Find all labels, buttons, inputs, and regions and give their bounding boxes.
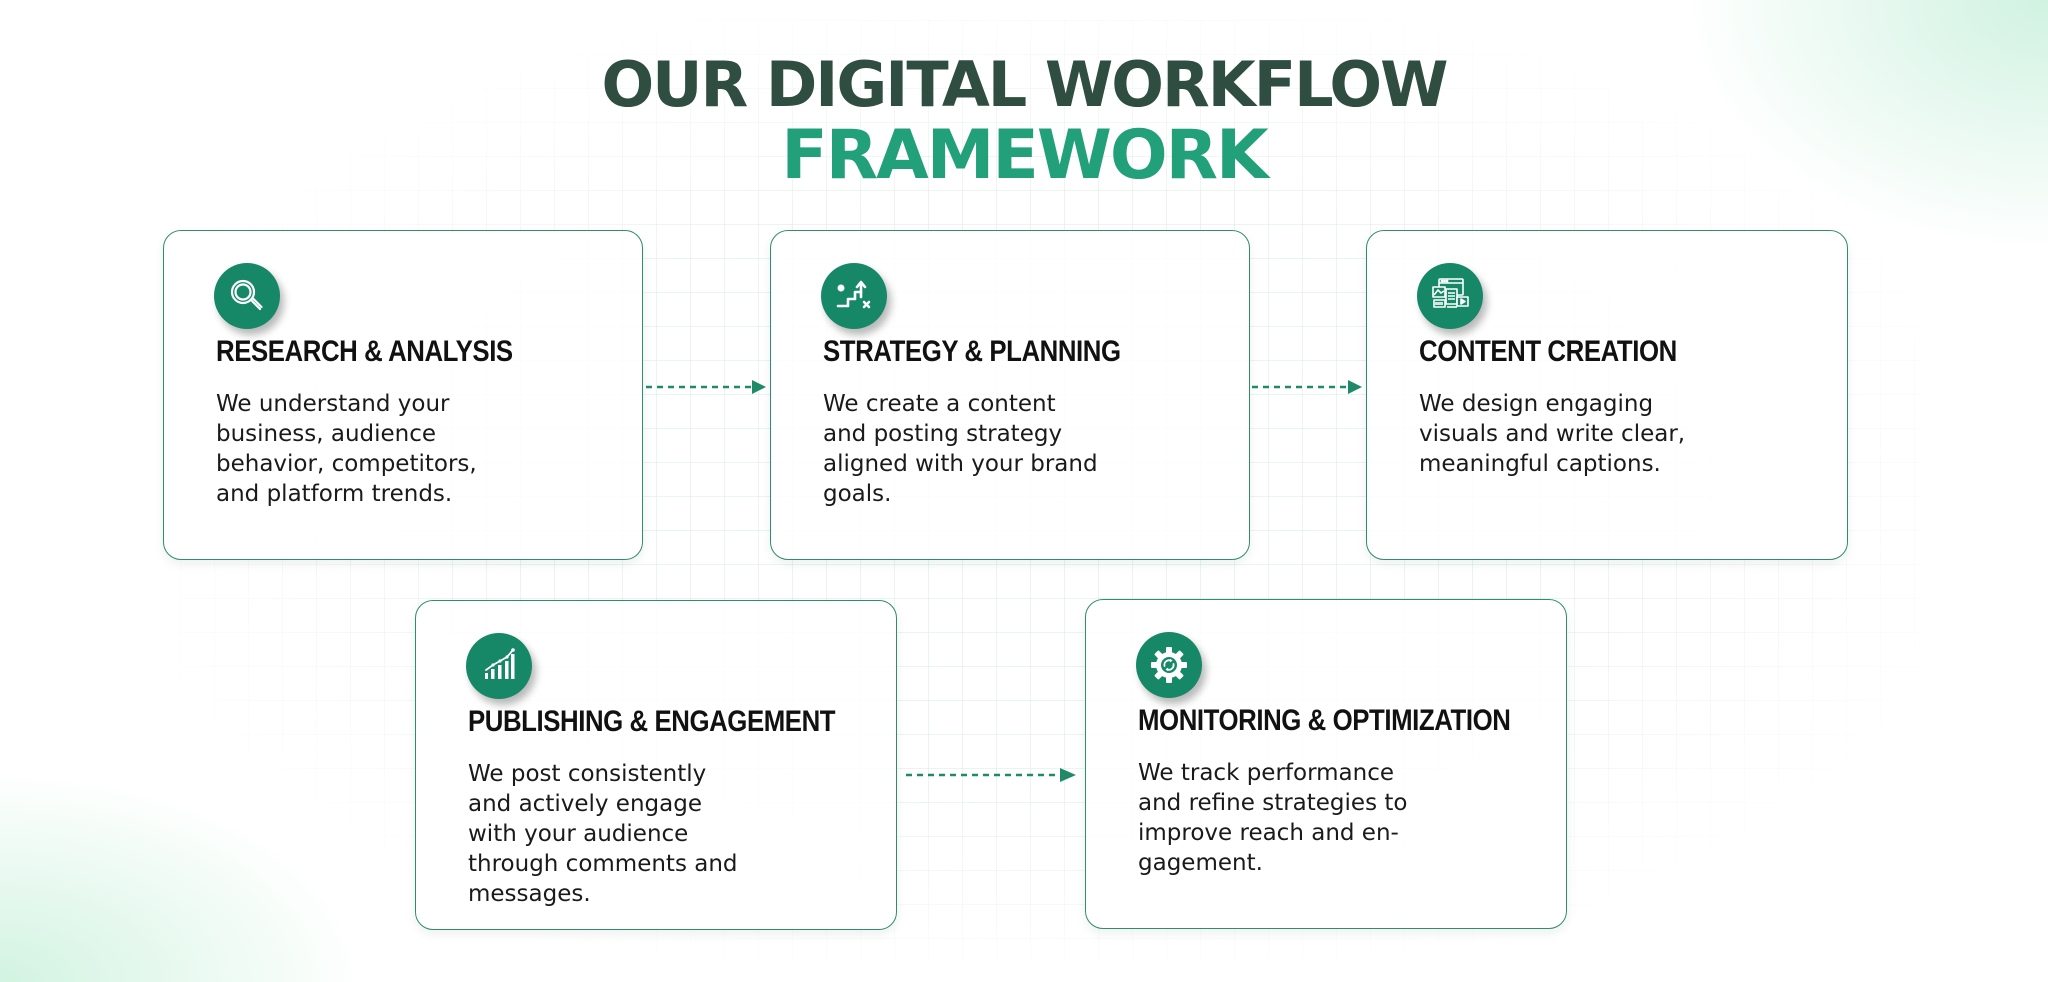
strategy-steps-icon [821,263,887,329]
step-card-monitoring: MONITORING & OPTIMIZATION We track perfo… [1085,599,1567,929]
page-title-line2: FRAMEWORK [781,116,1268,195]
growth-chart-icon [466,633,532,699]
page-title-line1: OUR DIGITAL WORKFLOW [601,48,1448,121]
step-description: We post consistently and actively engage… [468,761,738,907]
flow-arrow-4-to-5 [906,765,1078,785]
step-title: RESEARCH & ANALYSIS [216,335,513,368]
step-title: PUBLISHING & ENGAGEMENT [468,705,836,738]
flow-arrow-2-to-3 [1252,377,1364,397]
step-title: MONITORING & OPTIMIZATION [1138,704,1511,737]
magnifier-search-icon [214,263,280,329]
step-description: We understand your business, audience be… [216,391,477,507]
step-card-content: CONTENT CREATION We design engaging visu… [1366,230,1848,560]
step-card-strategy: STRATEGY & PLANNING We create a content … [770,230,1250,560]
step-card-research: RESEARCH & ANALYSIS We understand your b… [163,230,643,560]
flow-arrow-1-to-2 [646,377,768,397]
step-card-publishing: PUBLISHING & ENGAGEMENT We post consiste… [415,600,897,930]
gear-refresh-icon [1136,632,1202,698]
step-title: CONTENT CREATION [1419,335,1677,368]
step-description: We design engaging visuals and write cle… [1419,391,1686,477]
step-title: STRATEGY & PLANNING [823,335,1121,368]
step-description: We create a content and posting strategy… [823,391,1098,507]
step-description: We track performance and refine strategi… [1138,760,1408,876]
content-media-icon [1417,263,1483,329]
